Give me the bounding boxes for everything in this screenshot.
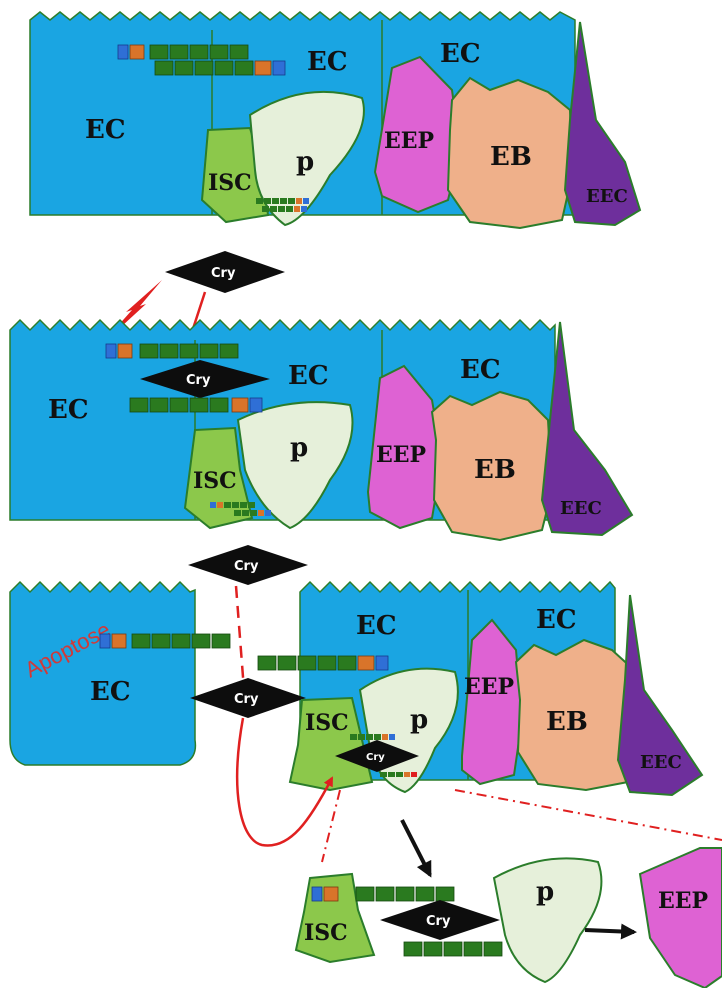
flow-arrow [585, 930, 634, 932]
ec-label: EC [440, 39, 481, 69]
cry-label: Cry [186, 373, 211, 388]
cry-label: Cry [234, 692, 259, 707]
zoom-guide-line [455, 790, 722, 840]
ec-label: EC [288, 361, 329, 391]
receptor-chain [106, 344, 238, 358]
isc-label: ISC [193, 468, 237, 494]
eb-label: EB [490, 142, 532, 172]
eep-label: EEP [376, 442, 426, 468]
panel-2-cry-binding: EC EC EC ISC p EEP EB EEC Cry [10, 320, 632, 540]
p-label: p [290, 433, 308, 463]
eec-label: EEC [586, 186, 628, 207]
eep-label: EEP [464, 674, 514, 700]
ec-label: EC [48, 395, 89, 425]
dashed-link [236, 586, 244, 690]
isc-label: ISC [304, 920, 348, 946]
cry-toxin: Cry [165, 251, 285, 293]
ec-label: EC [307, 47, 348, 77]
eb-label: EB [546, 707, 588, 737]
ec-label: EC [90, 677, 131, 707]
eb-label: EB [474, 455, 516, 485]
isc-label: ISC [305, 710, 349, 736]
eep-label: EEP [384, 128, 434, 154]
eec-label: EEC [560, 498, 602, 519]
ec-label: EC [85, 115, 126, 145]
ec-label: EC [536, 605, 577, 635]
eep-label: EEP [658, 888, 708, 914]
cry-label: Cry [211, 266, 236, 281]
cry-label: Cry [234, 559, 259, 574]
cry-label: Cry [366, 752, 385, 763]
receptor-chain [258, 656, 388, 670]
p-label: p [536, 877, 554, 907]
isc-label: ISC [208, 170, 252, 196]
flow-arrow [402, 820, 430, 875]
zoom-guide-line [322, 790, 340, 862]
panel-4-differentiation-detail: ISC Cry p EEP [296, 820, 722, 988]
p-label: p [410, 705, 428, 735]
ec-label: EC [460, 355, 501, 385]
receptor-chain [312, 887, 454, 901]
eep-cell [640, 848, 722, 988]
p-label: p [296, 147, 314, 177]
cry-toxin: Cry [380, 900, 500, 940]
ec-label: EC [356, 611, 397, 641]
eec-label: EEC [640, 752, 682, 773]
cry-toxin: Cry [188, 545, 308, 585]
cry-toxin: Cry [190, 678, 306, 718]
receptor-chain [100, 634, 230, 648]
cry-label: Cry [426, 914, 451, 929]
panel-1-intact-epithelium: EC EC EC ISC p EEP EB EEC [30, 12, 640, 228]
panel-3-apoptosis-regeneration: Apoptose EC EC EC Cry IS [10, 582, 702, 846]
receptor-chain [130, 398, 262, 412]
